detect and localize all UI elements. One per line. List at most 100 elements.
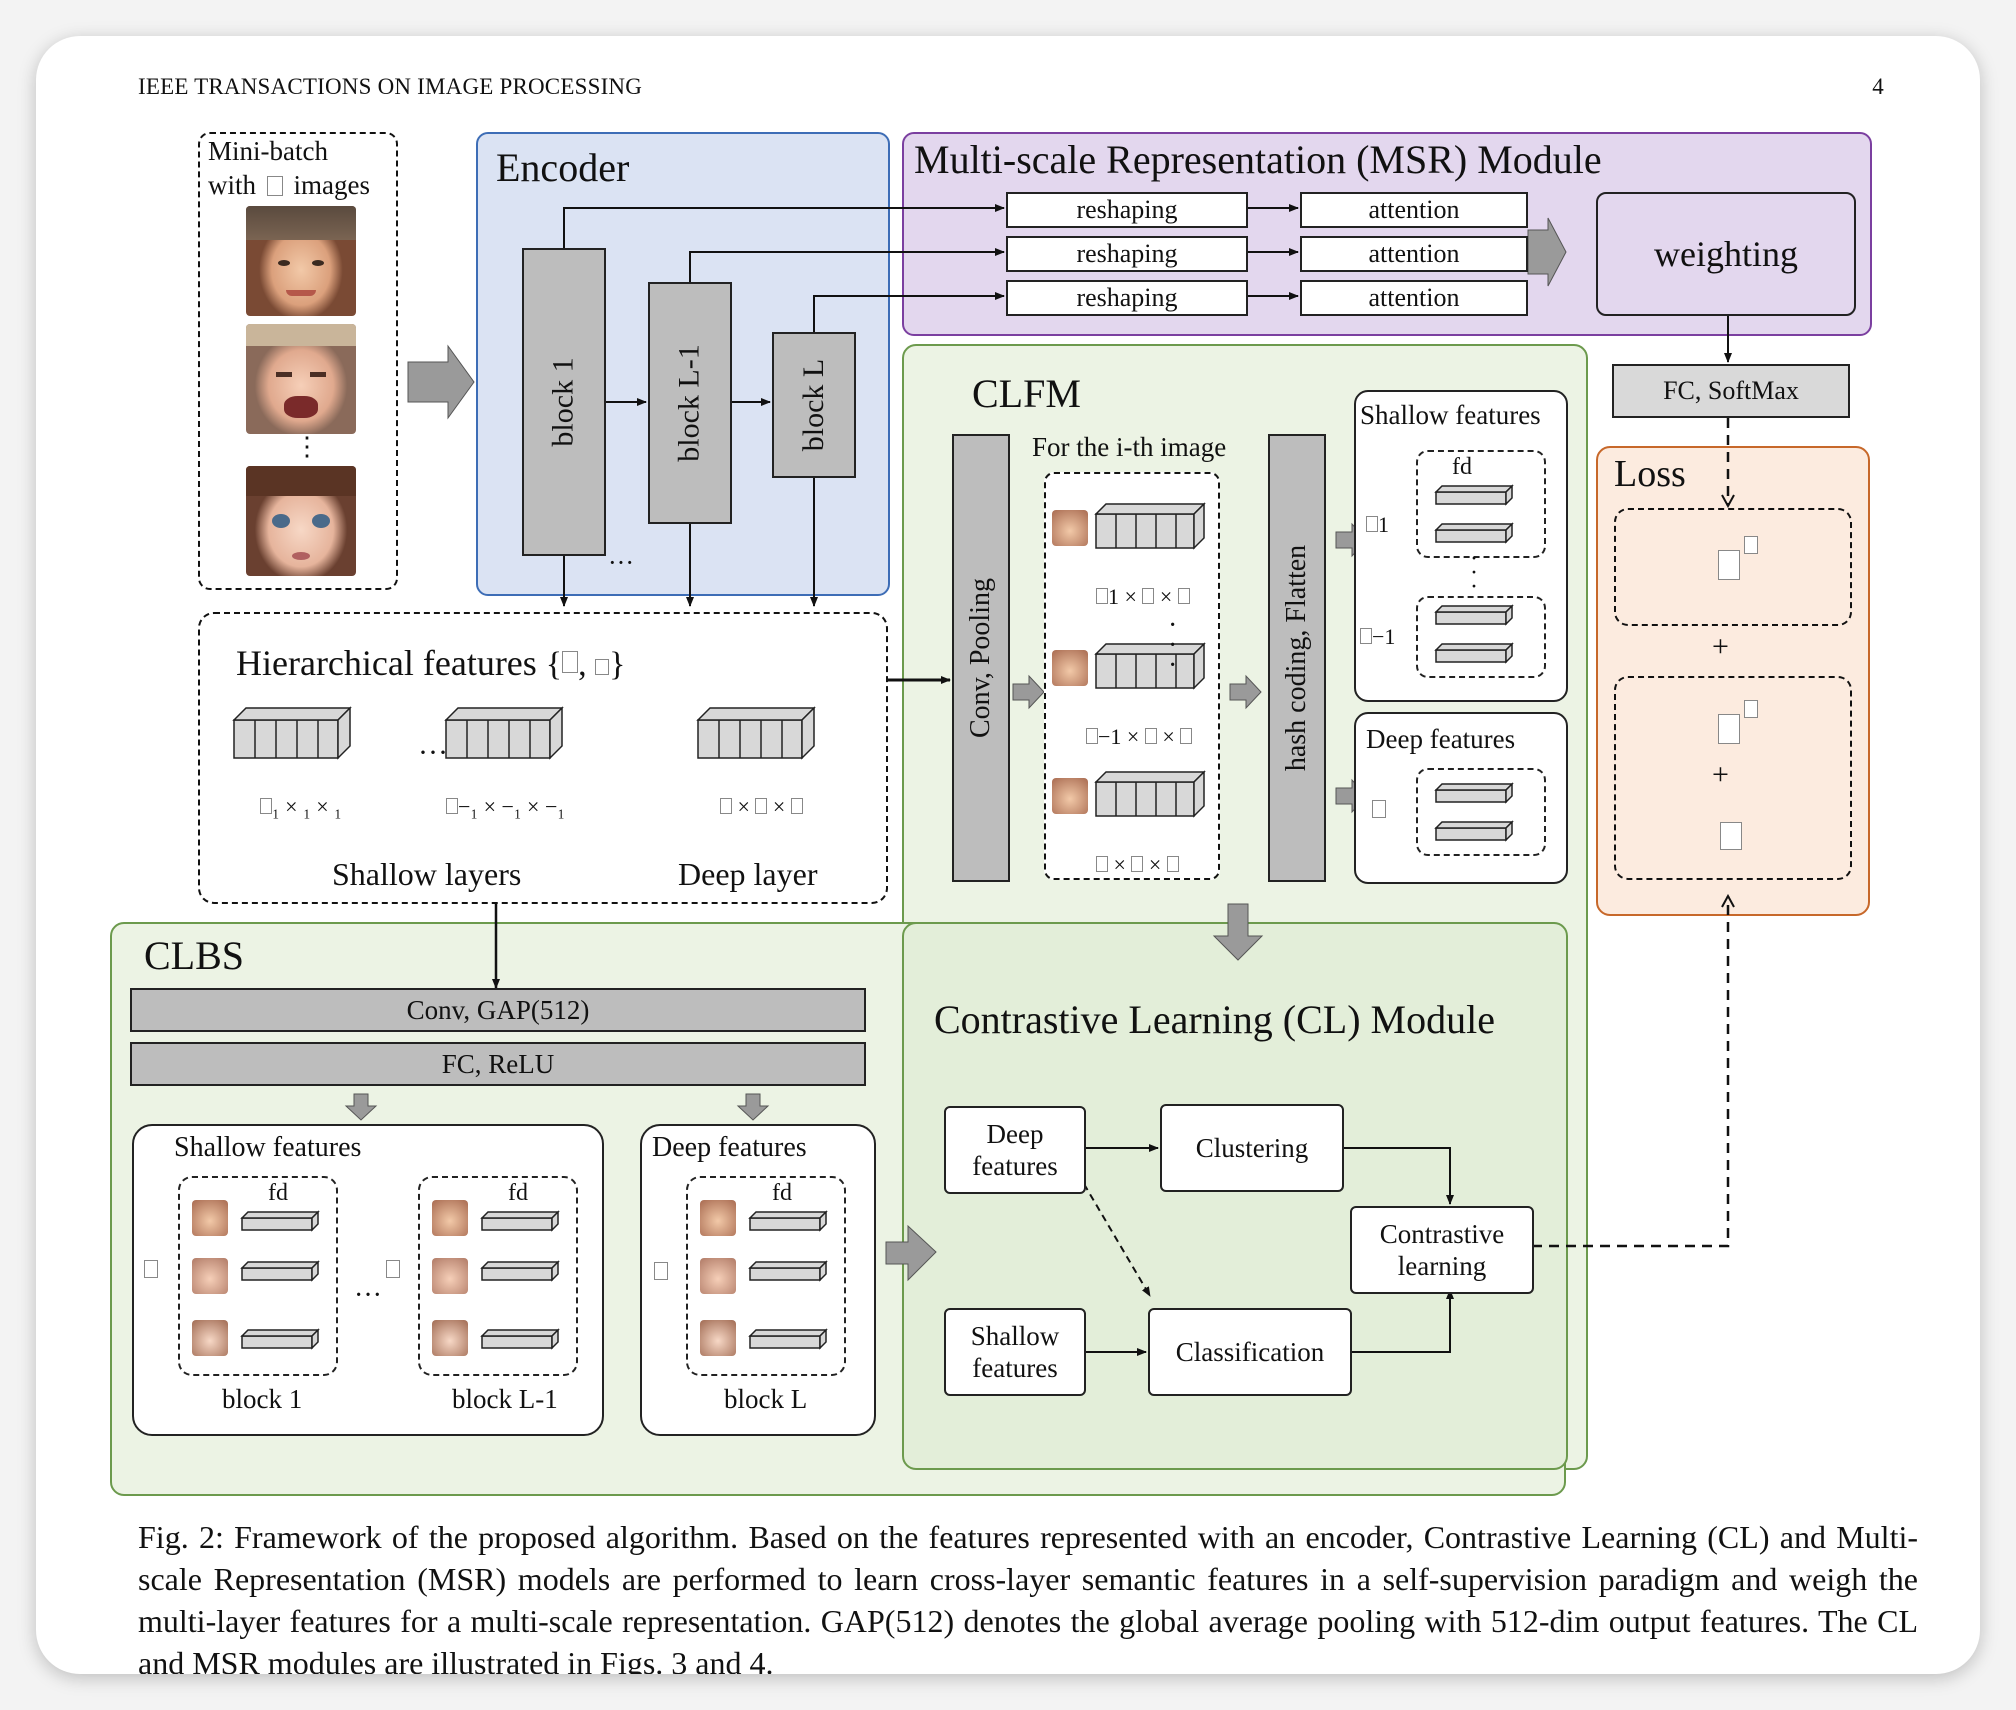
clbs-shallow-dots: ··· <box>354 1280 382 1311</box>
clfm-hash-flatten: hash coding, Flatten <box>1268 434 1326 882</box>
clfm-dim-3: × × <box>1096 852 1179 878</box>
clfm-times: × <box>1113 852 1126 877</box>
clbs-fd-3: fd <box>772 1180 792 1206</box>
clfm-conv-pooling-label: Conv, Pooling <box>965 578 996 738</box>
encoder-block-l: block L <box>772 332 856 478</box>
clfm-shallow-features-label: Shallow features <box>1360 400 1541 430</box>
clfm-deep-features-label: Deep features <box>1366 724 1516 754</box>
feature-vector <box>748 1328 828 1350</box>
fc-softmax-box: FC, SoftMax <box>1612 364 1850 418</box>
encoder-block-1: block 1 <box>522 248 606 556</box>
dim-times: × <box>772 794 786 819</box>
clbs-face <box>700 1258 736 1294</box>
feature-vector <box>240 1328 320 1350</box>
clbs-block-l-label: block L <box>724 1384 808 1414</box>
clfm-times: × <box>1124 584 1137 609</box>
feature-vector <box>240 1210 320 1232</box>
msr-reshaping-3-label: reshaping <box>1076 283 1178 312</box>
face-hair <box>246 324 356 346</box>
minibatch-with: with <box>208 170 257 200</box>
feature-vector <box>1434 522 1514 544</box>
clfm-shallow-var-1: 1 <box>1366 512 1389 538</box>
diagram-connectors <box>299 204 1980 1356</box>
clbs-deep-features-label: Deep features <box>652 1132 807 1163</box>
clbs-face <box>192 1320 228 1356</box>
cl-shallow-features: Shallow features <box>944 1308 1086 1396</box>
dim-label-3: × × <box>720 794 803 820</box>
clbs-shallow-var-2 <box>386 1260 400 1278</box>
cl-clustering: Clustering <box>1160 1104 1344 1192</box>
feature-cube <box>1094 770 1206 818</box>
clfm-vdots: ··· <box>1168 610 1178 681</box>
minibatch-label-line2: with images <box>208 170 370 201</box>
feature-cube <box>232 706 352 760</box>
msr-attention-1-label: attention <box>1368 195 1460 224</box>
feature-vector <box>748 1260 828 1282</box>
msr-attention-3: attention <box>1300 280 1528 316</box>
cl-shallow-features-label: Shallow features <box>970 1321 1060 1383</box>
variable-placeholder <box>266 176 283 196</box>
clbs-block-l-minus-1-label: block L-1 <box>452 1384 558 1414</box>
loss-plus-2: + <box>1712 758 1729 791</box>
loss-term-1-symbol <box>1718 550 1740 580</box>
clbs-shallow-var-1 <box>144 1260 158 1278</box>
clfm-times: × <box>1159 584 1173 609</box>
feature-cube <box>1094 642 1206 690</box>
fc-softmax-label: FC, SoftMax <box>1663 376 1799 405</box>
msr-reshaping-3: reshaping <box>1006 280 1248 316</box>
minibatch-images: images <box>293 170 370 200</box>
cl-deep-features: Deep features <box>944 1106 1086 1194</box>
feature-vector <box>480 1328 560 1350</box>
face-mouth <box>284 396 318 418</box>
clfm-dim-1: 1 × × <box>1096 584 1190 610</box>
feature-cube <box>696 706 816 760</box>
clfm-shallow-inner-2 <box>1416 596 1546 678</box>
clfm-sub: 1 <box>1108 584 1119 609</box>
clbs-deep-group <box>686 1176 846 1376</box>
shallow-layers-label: Shallow layers <box>332 856 522 892</box>
feature-vector <box>1434 484 1514 506</box>
clfm-shallow-var-2: −1 <box>1360 624 1395 650</box>
dim-label-1: ₁ × ₁ × ₁ <box>260 794 342 820</box>
hierarchical-title: Hierarchical features {, } <box>236 642 625 684</box>
loss-term-2 <box>1614 676 1852 880</box>
face-hat <box>246 206 356 240</box>
clfm-title: CLFM <box>972 371 1081 416</box>
clbs-fd-2: fd <box>508 1180 528 1206</box>
hierarchical-brace-set: {, } <box>545 646 626 683</box>
dim-label-1-text: ₁ × ₁ × ₁ <box>272 794 342 819</box>
clfm-feature-vectors <box>1434 484 1514 842</box>
face-mouth <box>292 552 310 560</box>
clbs-block-1-label: block 1 <box>222 1384 303 1414</box>
clbs-shallow-group-1 <box>178 1176 338 1376</box>
minibatch-box <box>198 132 398 590</box>
clfm-deep-var <box>1372 800 1386 818</box>
hierarchical-feature-cubes <box>232 706 816 760</box>
clfm-face-2 <box>1052 650 1088 686</box>
paper-page: IEEE TRANSACTIONS ON IMAGE PROCESSING 4 <box>36 36 1980 1674</box>
feature-vector <box>1434 820 1514 842</box>
msr-attention-2: attention <box>1300 236 1528 272</box>
encoder-block-l-minus-1: block L-1 <box>648 282 732 524</box>
journal-header: IEEE TRANSACTIONS ON IMAGE PROCESSING <box>138 74 643 99</box>
clbs-face <box>700 1320 736 1356</box>
msr-reshaping-1-label: reshaping <box>1076 195 1178 224</box>
face-image-2 <box>246 324 356 434</box>
feature-vector <box>480 1210 560 1232</box>
cl-clustering-label: Clustering <box>1195 1132 1309 1163</box>
clfm-face-1 <box>1052 510 1088 546</box>
clbs-face <box>432 1320 468 1356</box>
clbs-shallow-features-label: Shallow features <box>174 1132 362 1163</box>
msr-title: Multi-scale Representation (MSR) Module <box>914 137 1602 182</box>
clbs-face <box>432 1258 468 1294</box>
clfm-sub: −1 <box>1372 624 1396 649</box>
clbs-deep-var <box>654 1262 668 1280</box>
msr-weighting-label: weighting <box>1654 234 1798 274</box>
hierarchical-title-text: Hierarchical features <box>236 643 537 683</box>
clbs-title: CLBS <box>144 933 245 978</box>
figure-caption: Fig. 2: Framework of the proposed algori… <box>138 1519 1918 1674</box>
msr-weighting: weighting <box>1596 192 1856 316</box>
encoder-title: Encoder <box>496 145 630 190</box>
msr-attention-3-label: attention <box>1368 283 1460 312</box>
face-hair <box>246 466 356 496</box>
